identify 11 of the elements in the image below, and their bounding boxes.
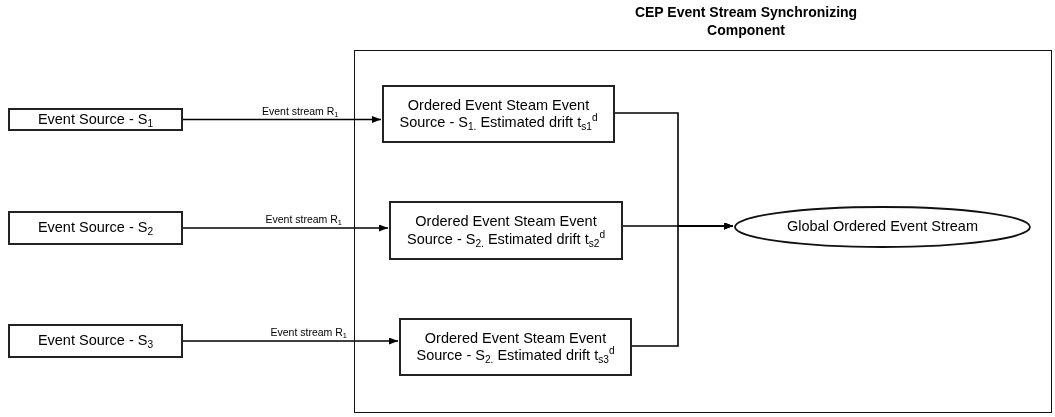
arrow	[182, 116, 382, 123]
process-box: Event Source - S$_{2}$	[8, 211, 183, 245]
component-title: CEP Event Stream Synchronizing Component	[633, 4, 859, 39]
stream-ellipse: Global Ordered Event Stream	[734, 206, 1031, 248]
arrow	[182, 337, 399, 345]
process-box: Event Source - S$_{3}$	[8, 324, 183, 358]
edge-label: Event stream R$_{1}$	[265, 213, 342, 225]
edge-label: Event stream R$_{1}$	[262, 104, 339, 117]
process-box: Event Source - S$_{1}$	[8, 108, 183, 131]
arrow	[182, 224, 389, 232]
edge-label: Event stream R$_{1}$	[270, 326, 347, 338]
